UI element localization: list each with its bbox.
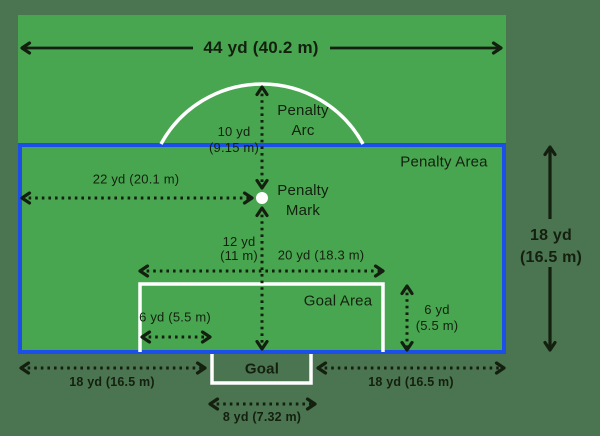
dimension-goal-area-side: 6 yd (5.5 m) bbox=[139, 309, 211, 325]
dimension-goal-width: 8 yd (7.32 m) bbox=[222, 409, 302, 424]
goal-outline bbox=[210, 354, 313, 385]
goal-label: Goal bbox=[244, 360, 280, 378]
dimension-mark-distance: 22 yd (20.1 m) bbox=[92, 171, 180, 187]
goal-area-label: Goal Area bbox=[303, 292, 373, 310]
dimension-arc-radius: 10 yd (9.15 m) bbox=[208, 124, 260, 155]
dimension-top-width: 44 yd (40.2 m) bbox=[203, 38, 319, 58]
penalty-mark-label: Penalty Mark bbox=[277, 182, 329, 219]
dimension-goal-area-width: 20 yd (18.3 m) bbox=[277, 247, 365, 263]
dimension-goal-line-left: 18 yd (16.5 m) bbox=[69, 374, 155, 389]
penalty-area-label: Penalty Area bbox=[400, 153, 488, 171]
dimension-goal-area-depth: 6 yd (5.5 m) bbox=[415, 302, 459, 333]
dimension-goal-line-right: 18 yd (16.5 m) bbox=[368, 374, 454, 389]
penalty-arc-line bbox=[159, 82, 365, 145]
dimension-penalty-depth: 18 yd (16.5 m) bbox=[519, 227, 583, 266]
dimension-mark-depth: 12 yd (11 m) bbox=[220, 234, 258, 263]
penalty-arc-label: Penalty Arc bbox=[277, 102, 329, 139]
penalty-spot bbox=[256, 192, 268, 204]
